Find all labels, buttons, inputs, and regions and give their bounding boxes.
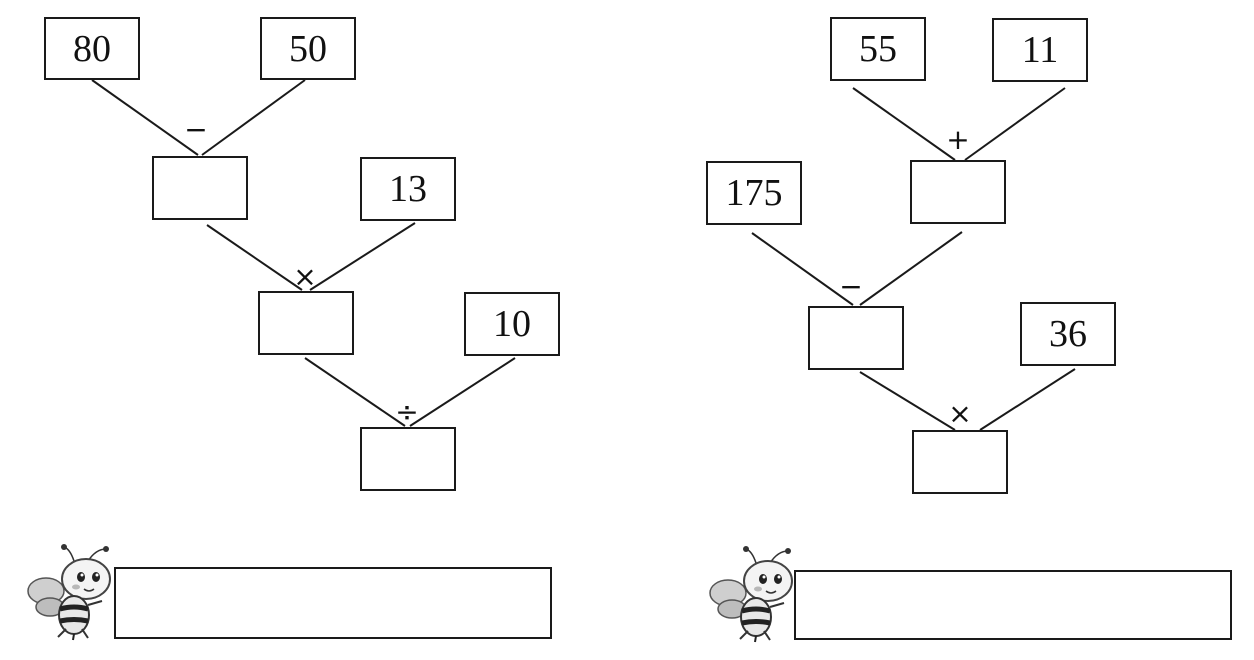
expression-box-right[interactable] bbox=[794, 570, 1232, 640]
answer-box-step3-right[interactable] bbox=[912, 430, 1008, 494]
number-box-80: 80 bbox=[44, 17, 140, 80]
expression-box-left[interactable] bbox=[114, 567, 552, 639]
number-box-10: 10 bbox=[464, 292, 560, 356]
bee-mascot-icon bbox=[709, 546, 793, 643]
number-box-36: 36 bbox=[1020, 302, 1116, 366]
answer-box-step2-left[interactable] bbox=[258, 291, 354, 355]
multiply-operator: × bbox=[948, 397, 972, 430]
answer-box-step2-right[interactable] bbox=[808, 306, 904, 370]
number-box-50: 50 bbox=[260, 17, 356, 80]
number-box-13: 13 bbox=[360, 157, 456, 221]
plus-operator: + bbox=[946, 123, 970, 156]
minus-operator: − bbox=[839, 270, 863, 303]
answer-box-step3-left[interactable] bbox=[360, 427, 456, 491]
divide-operator: ÷ bbox=[395, 395, 419, 428]
number-box-175: 175 bbox=[706, 161, 802, 225]
multiply-operator: × bbox=[293, 260, 317, 293]
answer-box-step1-left[interactable] bbox=[152, 156, 248, 220]
answer-box-step1-right[interactable] bbox=[910, 160, 1006, 224]
minus-operator: − bbox=[184, 113, 208, 146]
number-box-11: 11 bbox=[992, 18, 1088, 82]
number-box-55: 55 bbox=[830, 17, 926, 81]
bee-mascot-icon bbox=[27, 544, 111, 641]
